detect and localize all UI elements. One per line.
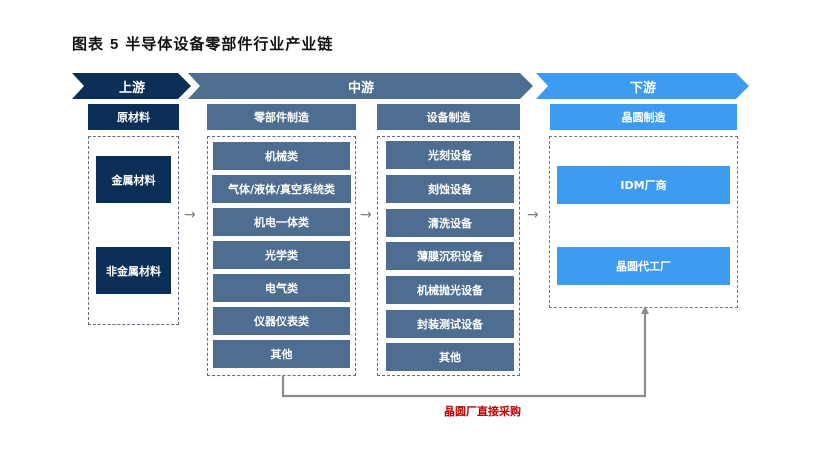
parts-item: 光学类 bbox=[213, 241, 350, 269]
header-raw-materials: 原材料 bbox=[88, 104, 179, 130]
stage-downstream: 下游 bbox=[536, 73, 750, 99]
equipment-group bbox=[377, 136, 520, 376]
stage-midstream-label: 中游 bbox=[347, 80, 374, 96]
parts-group bbox=[207, 136, 356, 376]
flow-arrow-equipment-to-downstream: → bbox=[527, 207, 539, 223]
parts-item: 电气类 bbox=[213, 274, 350, 302]
parts-item: 机械类 bbox=[213, 142, 350, 170]
figure-title: 图表 5 半导体设备零部件行业产业链 bbox=[72, 33, 333, 54]
equipment-item: 封装测试设备 bbox=[386, 310, 514, 338]
downstream-item-idm: IDM厂商 bbox=[557, 166, 730, 204]
equipment-item: 其他 bbox=[386, 343, 514, 371]
equipment-item: 薄膜沉积设备 bbox=[386, 242, 514, 270]
downstream-item-foundry: 晶圆代工厂 bbox=[557, 247, 730, 285]
chevron-downstream-shape bbox=[536, 73, 749, 99]
header-equipment-manufacturing: 设备制造 bbox=[377, 104, 520, 130]
figure-prefix: 图表 bbox=[72, 35, 105, 53]
downstream-group bbox=[549, 136, 738, 308]
parts-item: 机电一体类 bbox=[213, 208, 350, 236]
direct-purchase-line bbox=[281, 312, 647, 398]
figure-number: 5 bbox=[110, 36, 120, 53]
chevron-midstream-shape bbox=[188, 73, 533, 99]
stage-midstream: 中游 bbox=[188, 73, 534, 99]
upstream-item-nonmetal: 非金属材料 bbox=[96, 247, 171, 294]
header-wafer-manufacturing: 晶圆制造 bbox=[550, 104, 737, 130]
flow-arrow-upstream-to-parts: → bbox=[184, 207, 196, 223]
stage-upstream: 上游 bbox=[72, 73, 192, 99]
figure-title-text: 半导体设备零部件行业产业链 bbox=[125, 35, 334, 53]
equipment-item: 光刻设备 bbox=[386, 141, 514, 169]
direct-purchase-arrowhead bbox=[641, 306, 649, 314]
parts-item: 仪器仪表类 bbox=[213, 307, 350, 335]
stage-downstream-label: 下游 bbox=[629, 80, 656, 96]
header-parts-manufacturing: 零部件制造 bbox=[207, 104, 356, 130]
upstream-group bbox=[88, 136, 179, 325]
parts-item: 气体/液体/真空系统类 bbox=[212, 175, 351, 203]
equipment-item: 清洗设备 bbox=[386, 209, 514, 237]
chevron-upstream-shape bbox=[72, 73, 191, 99]
equipment-item: 刻蚀设备 bbox=[386, 175, 514, 203]
stage-upstream-label: 上游 bbox=[118, 80, 145, 96]
parts-item: 其他 bbox=[213, 340, 350, 368]
equipment-item: 机械抛光设备 bbox=[386, 276, 514, 304]
direct-purchase-label: 晶圆厂直接采购 bbox=[444, 405, 521, 418]
upstream-item-metal: 金属材料 bbox=[96, 156, 171, 203]
flow-arrow-parts-to-equipment: → bbox=[360, 207, 372, 223]
